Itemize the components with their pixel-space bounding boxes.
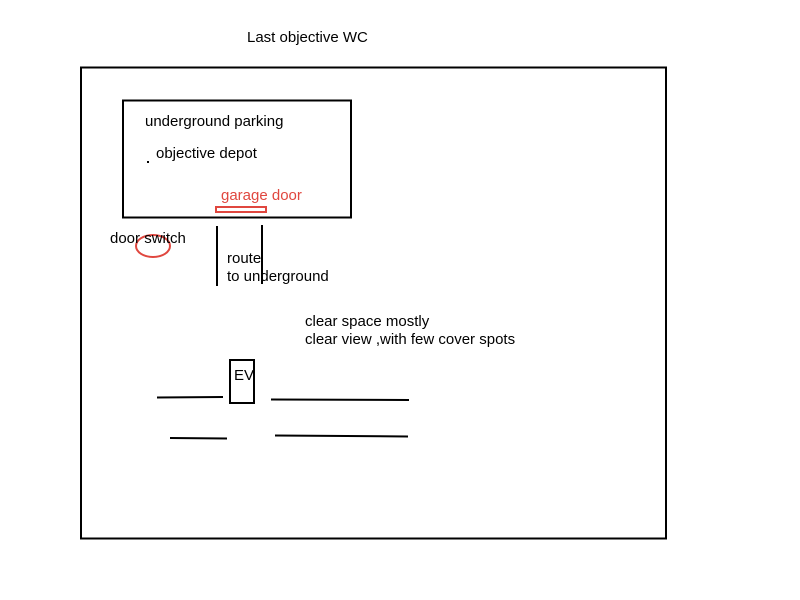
garage-door-label: garage door (221, 187, 302, 204)
underground-parking-box (122, 99, 352, 219)
objective-depot-marker (147, 161, 149, 163)
ev-label: EV (234, 367, 255, 384)
route-label-line1: route (227, 250, 262, 267)
objective-depot-label: objective depot (156, 145, 257, 162)
door-switch-label: door switch (110, 230, 186, 247)
clear-space-label-line2: clear view ,with few cover spots (305, 331, 516, 348)
diagram-title: Last objective WC (247, 29, 368, 46)
clear-space-label-line1: clear space mostly (305, 313, 430, 330)
cover-line (169, 437, 228, 440)
door-switch-circle (135, 234, 171, 258)
cover-line (270, 398, 410, 401)
map-boundary (80, 66, 667, 540)
ev-box (229, 359, 255, 404)
cover-line (274, 434, 409, 438)
route-label-line2: to underground (227, 268, 329, 285)
garage-door-marker (215, 206, 267, 213)
underground-parking-label: underground parking (145, 113, 284, 130)
cover-line (156, 396, 224, 399)
